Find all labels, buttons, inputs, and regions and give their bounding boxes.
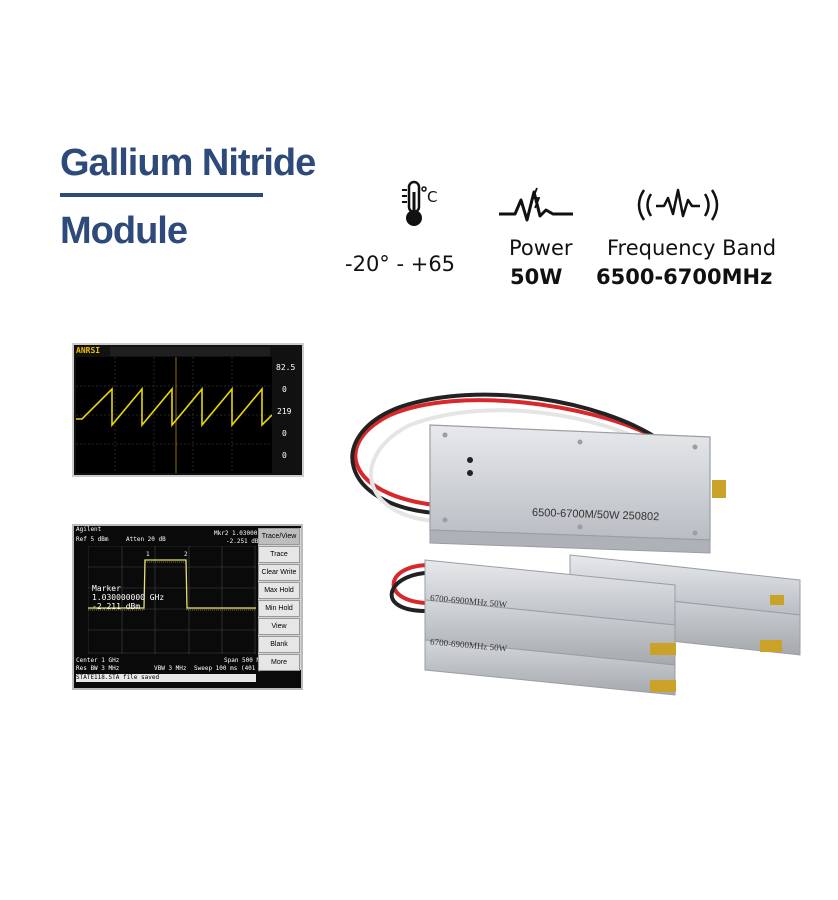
black-wire — [350, 392, 662, 613]
frequency-wave-icon — [632, 182, 724, 228]
product-photo — [350, 392, 801, 696]
analyzer-vbw: VBW 3 MHz — [154, 665, 187, 672]
analyzer-ref: Ref 5 dBm — [76, 536, 109, 543]
scope-top-bar — [110, 347, 270, 356]
temperature-value: -20° - +65 — [345, 252, 456, 276]
scope-brand: ANRSI — [76, 346, 101, 355]
analyzer-center: Center 1 GHz — [76, 657, 120, 664]
scope-readout-1: 82.5 — [276, 363, 296, 372]
scope-readout-3: 219 — [277, 407, 292, 416]
svg-text:C: C — [427, 188, 437, 206]
softkey-trace[interactable]: Trace — [258, 546, 300, 563]
softkey-max-hold[interactable]: Max Hold — [258, 582, 300, 599]
page-title-line2: Module — [60, 210, 188, 252]
spectrum-analyzer-screenshot: Agilent Ref 5 dBm Atten 20 dB Mkr2 1.030… — [72, 524, 303, 690]
scope-sawtooth-trace — [76, 357, 272, 473]
softkey-more[interactable]: More — [258, 654, 300, 671]
analyzer-mkr-value: -2.251 dBm — [226, 538, 263, 545]
softkey-view[interactable]: View — [258, 618, 300, 635]
thermometer-icon: C — [398, 180, 444, 230]
softkey-clear-write[interactable]: Clear Write — [258, 564, 300, 581]
white-wire — [369, 408, 657, 523]
scope-readout-panel: 82.5 0 219 0 0 — [274, 357, 302, 473]
softkey-min-hold[interactable]: Min Hold — [258, 600, 300, 617]
marker-amplitude: -2.211 dBm — [92, 602, 141, 611]
softkey-blank[interactable]: Blank — [258, 636, 300, 653]
oscilloscope-screenshot: ANRSI 82.5 0 219 0 0 — [72, 343, 304, 477]
analyzer-atten: Atten 20 dB — [126, 536, 166, 543]
scope-readout-2: 0 — [282, 385, 287, 394]
title-divider — [60, 193, 263, 197]
power-wave-icon — [497, 186, 577, 226]
analyzer-softkey-panel: Trace/View Trace Clear Write Max Hold Mi… — [258, 528, 301, 671]
frequency-value: 6500-6700MHz — [596, 265, 773, 289]
analyzer-status: STATE118.STA file saved — [76, 674, 256, 682]
svg-text:2: 2 — [184, 551, 188, 558]
scope-readout-5: 0 — [282, 451, 287, 460]
page-title-line1: Gallium Nitride — [60, 142, 316, 184]
analyzer-sweep: Sweep 100 ms (401 pts) — [194, 665, 274, 672]
scope-readout-4: 0 — [282, 429, 287, 438]
power-label: Power — [509, 236, 573, 260]
power-value: 50W — [510, 265, 563, 289]
marker-frequency: 1.030000000 GHz — [92, 593, 165, 602]
analyzer-span: Span 500 MHz — [224, 657, 268, 664]
analyzer-res-bw: Res BW 3 MHz — [76, 665, 120, 672]
analyzer-mkr: Mkr2 1.03000 GHz — [214, 530, 272, 537]
svg-text:1: 1 — [146, 551, 150, 558]
analyzer-brand: Agilent — [76, 526, 102, 533]
analyzer-trace: 1 2 — [88, 546, 256, 654]
marker-label: Marker — [92, 584, 121, 593]
frequency-label: Frequency Band — [607, 236, 777, 260]
softkey-menu-title: Trace/View — [258, 528, 300, 545]
